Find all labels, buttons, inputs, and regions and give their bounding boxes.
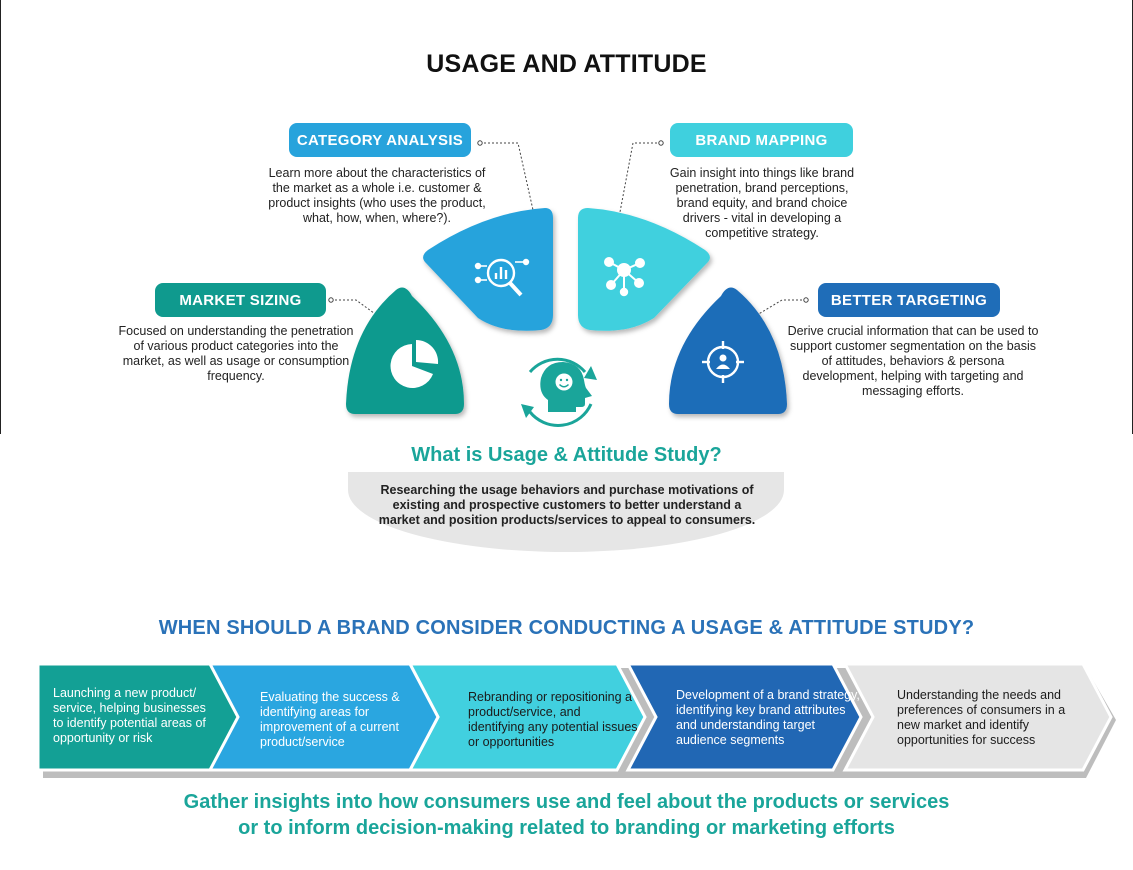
definition-answer: Researching the usage behaviors and purc…: [378, 483, 756, 527]
leader-lines: [331, 142, 806, 319]
better-targeting-description: Derive crucial information that can be u…: [787, 324, 1039, 398]
leader-line-brand-mapping: [619, 142, 661, 213]
gather-line-2: or to inform decision-making related to …: [238, 817, 895, 839]
chevron-shape-5: [842, 662, 1113, 772]
segment-better-targeting: [669, 287, 787, 414]
gather-line-1: Gather insights into how consumers use a…: [183, 791, 950, 813]
leader-dot: [477, 140, 483, 146]
step-4-text: Development of a brand strategy, identif…: [676, 688, 860, 747]
step-3-text: Rebranding or repositioning a product/se…: [468, 690, 638, 749]
category-analysis-label: CATEGORY ANALYSIS: [289, 123, 471, 157]
step-5-text: Understanding the needs and preferences …: [897, 688, 1066, 747]
market-sizing-description: Focused on understanding the penetration…: [118, 324, 354, 383]
chevron-shape-4: [625, 662, 863, 772]
step-2-text: Evaluating the success & identifying are…: [260, 690, 400, 749]
segment-brand-mapping: [578, 208, 710, 331]
page-title: USAGE AND ATTITUDE: [426, 50, 707, 78]
target-user-icon: [702, 341, 744, 383]
chevron-shape-1: [36, 662, 240, 772]
step-1-text: Launching a new product/ service, helpin…: [53, 686, 206, 745]
definition-question: What is Usage & Attitude Study?: [411, 444, 722, 466]
data-analysis-icon: [474, 258, 530, 297]
happy-consumer-icon: [521, 357, 597, 427]
market-sizing-label: MARKET SIZING: [155, 283, 326, 317]
better-targeting-label: BETTER TARGETING: [818, 283, 1000, 317]
left-border: [0, 0, 1, 434]
brand-mapping-description: Gain insight into things like brand pene…: [669, 166, 855, 240]
when-heading: WHEN SHOULD A BRAND CONSIDER CONDUCTING …: [158, 617, 975, 639]
network-icon: [604, 257, 645, 297]
leader-line-market-sizing: [331, 299, 379, 317]
leader-line-category-analysis: [480, 142, 534, 211]
leader-dot: [328, 297, 334, 303]
category-analysis-description: Learn more about the characteristics of …: [268, 166, 486, 225]
brand-mapping-label: BRAND MAPPING: [670, 123, 853, 157]
leader-line-better-targeting: [751, 299, 806, 319]
definition-panel: [348, 472, 784, 552]
leader-dot: [803, 297, 809, 303]
pie-chart-icon: [390, 339, 439, 388]
leader-dot: [658, 140, 664, 146]
